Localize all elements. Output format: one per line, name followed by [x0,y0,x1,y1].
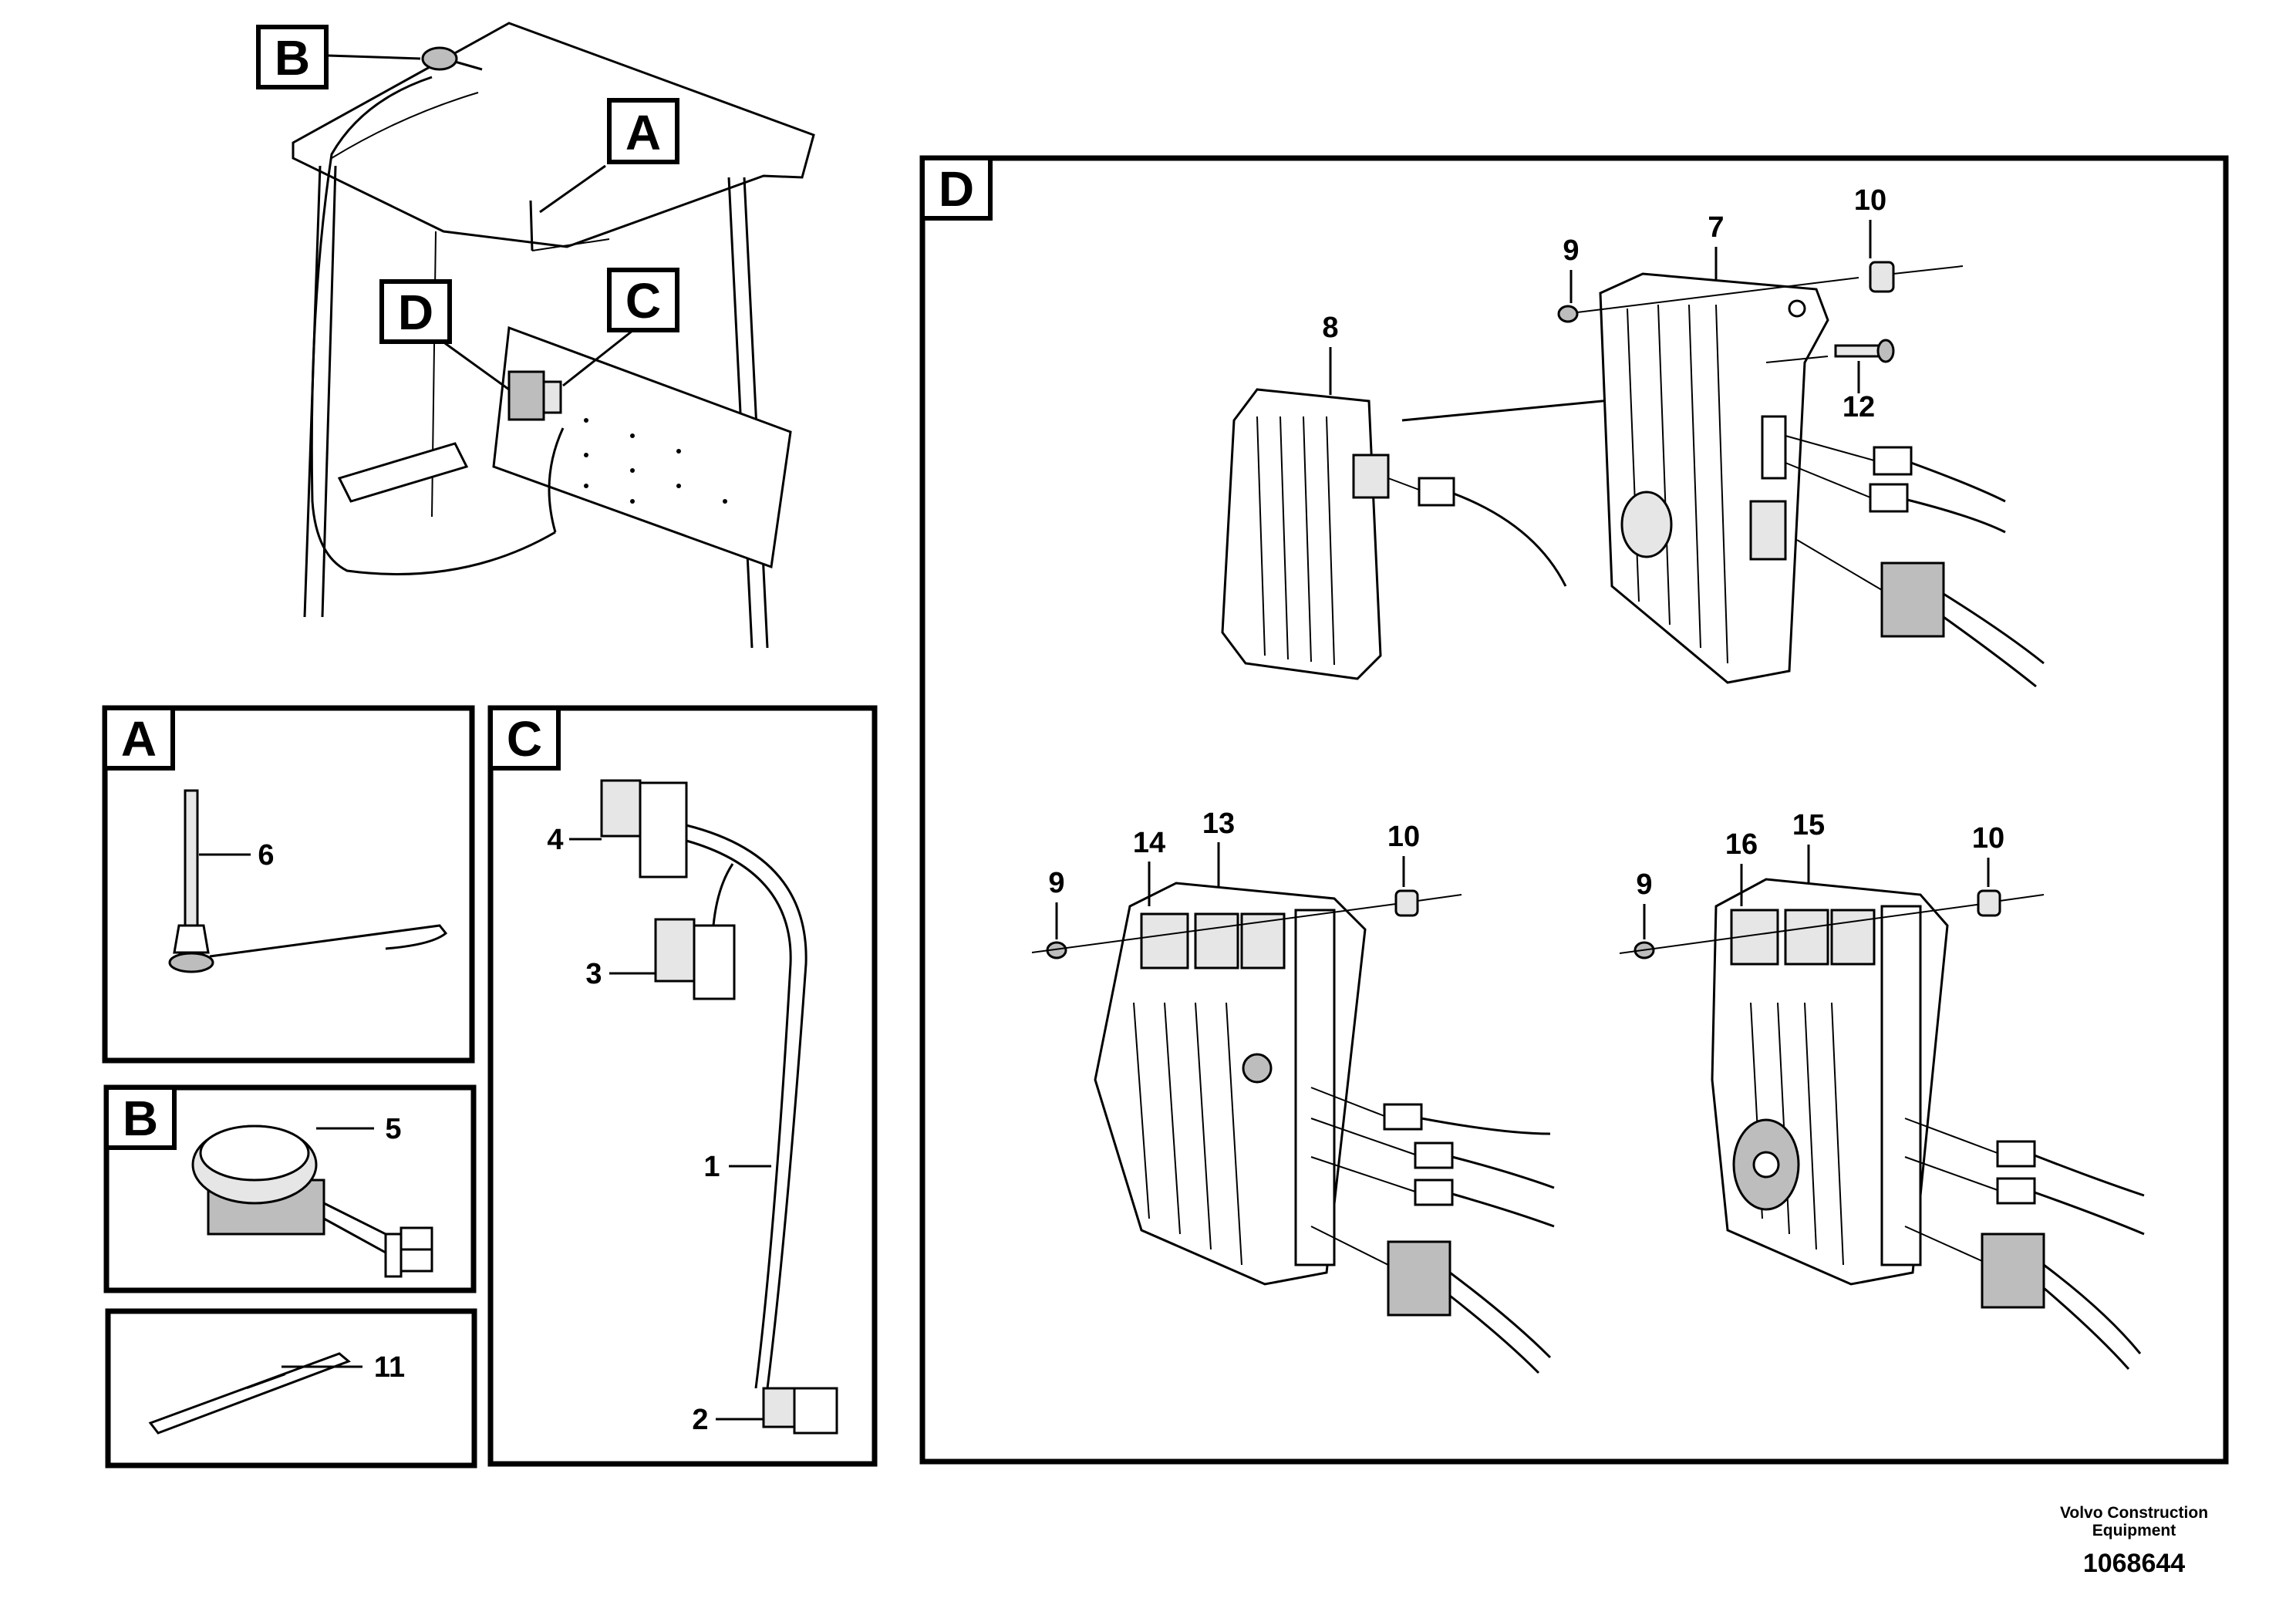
spacer [1394,889,1419,917]
panel-e [105,1308,477,1469]
drawing-number: 1068644 [2082,1549,2186,1578]
callout-6: 6 [258,839,274,872]
control-unit-overview [507,370,545,421]
panel-b [103,1084,477,1293]
control-unit-assembly-right [1711,878,1949,1286]
callout-10a: 10 [1854,184,1886,217]
mounting-panel [492,325,792,569]
callout-5: 5 [385,1113,401,1145]
connector-block [1387,1240,1451,1317]
overview-tag-a-label: A [625,105,661,160]
callout-4: 4 [547,824,563,856]
connector [1873,446,1913,476]
callout-2: 2 [692,1404,708,1436]
panel-d-tag-label: D [939,161,974,217]
callout-1: 1 [703,1151,720,1183]
callout-16: 16 [1725,828,1758,861]
callout-14: 14 [1133,827,1165,859]
callout-8: 8 [1322,312,1338,344]
brand-name-line2: Equipment [2092,1522,2176,1539]
overview-tag-c-label: C [625,273,661,329]
panel-d-tag [920,156,993,221]
connector [1996,1177,2036,1205]
callout-12: 12 [1843,391,1875,423]
callout-15: 15 [1792,809,1825,841]
screw [1834,344,1882,358]
connector [1414,1179,1454,1206]
callout-9b: 9 [1048,867,1064,899]
brand-name-line1: Volvo Construction [2059,1504,2209,1522]
connector [1383,1103,1423,1131]
overview-tag-a [607,98,679,164]
callout-13: 13 [1202,808,1235,840]
overview-tag-d-label: D [398,285,433,340]
cab-overview [292,22,815,649]
whip-antenna [168,789,448,973]
cab-harness [310,76,556,575]
overview-tag-b-label: B [275,30,310,86]
panel-d [919,155,2229,1465]
callout-10b: 10 [1387,821,1420,853]
panel-b-tag-label: B [123,1091,158,1146]
connector [1869,483,1909,513]
panel-a [102,705,475,1064]
gps-antenna [191,1125,433,1278]
mounting-bracket [1599,272,1829,684]
panel-c-tag [488,706,561,771]
connector [1414,1141,1454,1169]
callout-9a: 9 [1563,234,1579,267]
panel-c-tag-label: C [507,711,542,767]
overview-tag-b [256,25,329,89]
whip-antenna-overview [529,200,534,251]
callout-3: 3 [585,958,602,990]
callout-7: 7 [1708,211,1724,244]
connector-block [1880,561,1945,638]
callout-10c: 10 [1972,822,2004,855]
overview-tag-d [379,279,452,344]
cable-harness [600,779,838,1435]
connector-block [1981,1233,2045,1309]
spacer [1869,261,1895,293]
callout-9c: 9 [1636,868,1652,901]
overview-tag-c [607,268,679,332]
control-unit-assembly-left [1094,882,1367,1286]
nut [1557,305,1579,323]
panel-b-tag [104,1085,177,1150]
spacer [1977,889,2001,917]
panel-c [487,705,878,1467]
roof-antenna-overview [421,46,458,71]
panel-a-tag-label: A [121,711,157,767]
connector [1996,1140,2036,1168]
panel-a-tag [103,706,175,771]
callout-11: 11 [374,1351,405,1384]
brand-block: Volvo Construction Equipment 1068644 [2034,1504,2234,1579]
telematics-module [1221,388,1567,680]
edge-strip [148,1352,351,1435]
